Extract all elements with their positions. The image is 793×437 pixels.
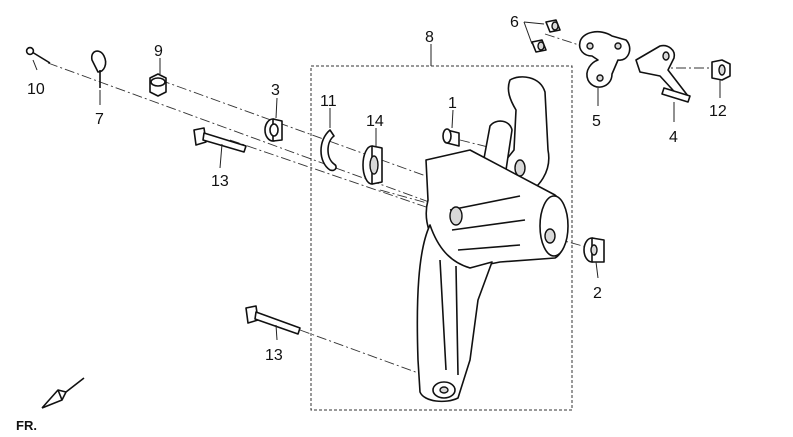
front-label: FR. (16, 418, 37, 433)
callout-10: 10 (27, 81, 45, 98)
callouts: 10 7 9 3 13 11 14 1 8 2 13 6 5 4 12 (27, 14, 727, 364)
part-nut (149, 73, 167, 97)
part-link-plate (578, 30, 631, 88)
part-lever-arm (635, 44, 691, 103)
part-bolt-small (711, 59, 731, 81)
callout-12: 12 (709, 103, 727, 120)
callout-8: 8 (425, 29, 434, 46)
part-collar (264, 118, 283, 142)
callout-5: 5 (592, 113, 601, 130)
assembly-frame (310, 65, 573, 411)
part-pin (25, 46, 51, 64)
part-bolt-upper (193, 127, 247, 153)
part-small-collars (531, 19, 561, 53)
callout-7: 7 (95, 111, 104, 128)
callout-14: 14 (366, 113, 384, 130)
part-clip (90, 50, 107, 88)
callout-11: 11 (320, 93, 337, 110)
part-flange-bushing (583, 237, 605, 263)
callout-6: 6 (510, 14, 519, 31)
assembly-axes (47, 33, 715, 379)
front-orientation-indicator: FR. (16, 377, 85, 433)
callout-2: 2 (593, 285, 602, 302)
part-bearing (362, 145, 383, 185)
part-bushing (442, 128, 460, 147)
callout-3: 3 (271, 82, 280, 99)
callout-4: 4 (669, 129, 678, 146)
leader-lines (32, 21, 721, 341)
callout-13-upper: 13 (211, 173, 229, 190)
part-main-bracket (416, 76, 569, 403)
callout-1: 1 (448, 95, 457, 112)
part-bolt-lower (245, 305, 301, 335)
part-circlip (320, 129, 337, 172)
front-arrow-icon (41, 377, 85, 409)
callout-9: 9 (154, 43, 163, 60)
callout-13-lower: 13 (265, 347, 283, 364)
